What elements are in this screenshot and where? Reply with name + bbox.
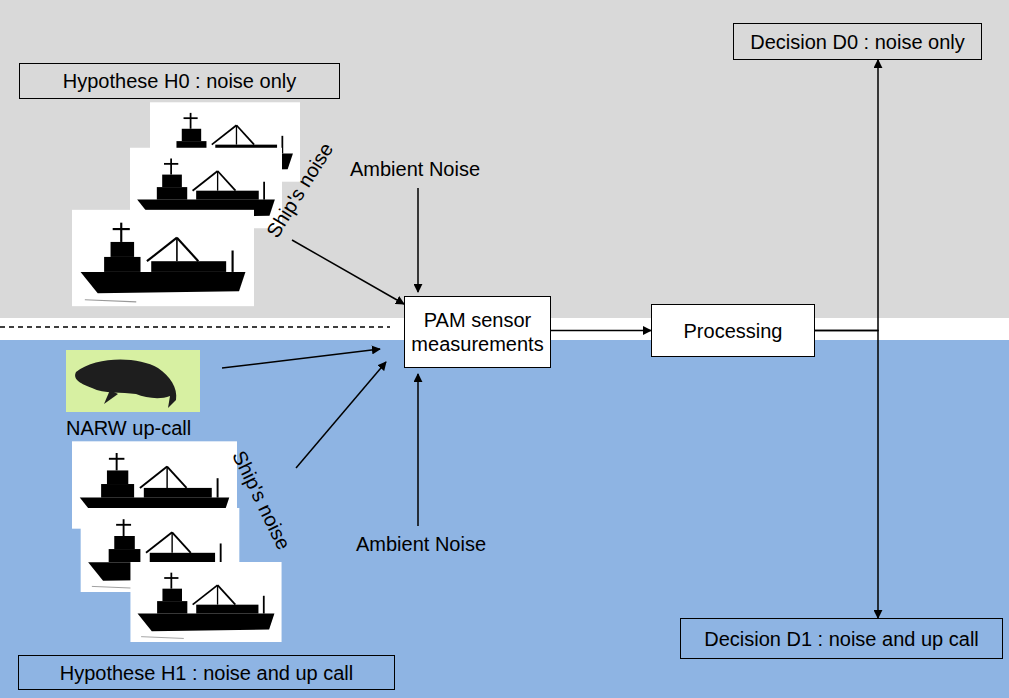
box-text: Decision D0 : noise only: [750, 30, 965, 54]
box-text: Hypothese H0 : noise only: [63, 69, 296, 93]
hypothesis-box: Hypothese H1 : noise and up call: [18, 655, 395, 690]
decision-box: Decision D1 : noise and up call: [680, 618, 1003, 659]
process-box: Processing: [651, 304, 815, 357]
flow-arrow: [551, 330, 651, 332]
flow-arrow: [815, 331, 878, 619]
box-text: Hypothese H1 : noise and up call: [60, 661, 354, 685]
species-label: NARW up-call: [66, 416, 191, 440]
hypothesis-box: Hypothese H0 : noise only: [19, 63, 340, 99]
decision-box: Decision D0 : noise only: [733, 23, 982, 60]
flow-arrow: [815, 60, 878, 331]
sensor-box: PAM sensor measurements: [404, 296, 551, 368]
box-text: Decision D1 : noise and up call: [704, 627, 979, 651]
noise-label: Ambient Noise: [350, 157, 480, 181]
box-text: Processing: [684, 319, 783, 343]
box-text: PAM sensor measurements: [410, 308, 545, 356]
noise-label: Ambient Noise: [356, 532, 486, 556]
